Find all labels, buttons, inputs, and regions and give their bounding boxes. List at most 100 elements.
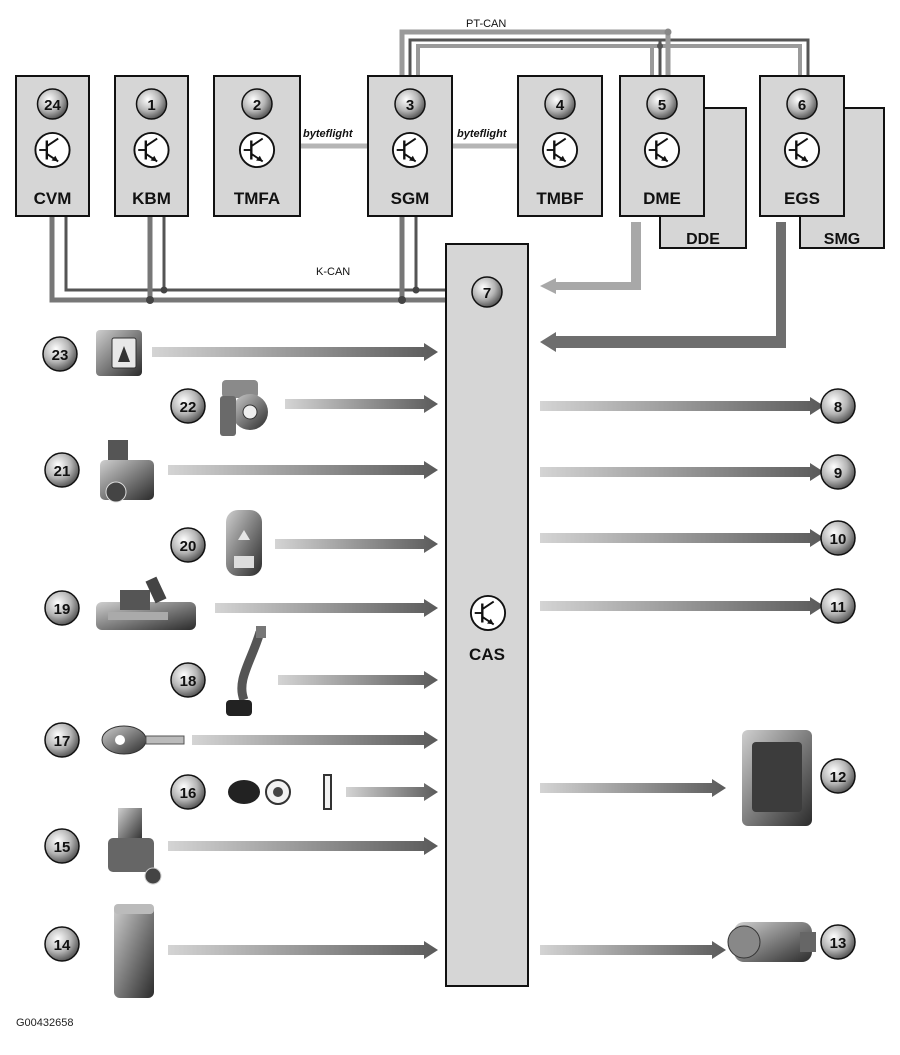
transistor-icon — [643, 131, 681, 169]
module-sgm-number: 3 — [406, 97, 414, 114]
byteflight-label-right: byteflight — [457, 128, 508, 140]
component-badge-18 — [170, 662, 206, 698]
component-number-18: 18 — [180, 673, 197, 690]
part-15-picture — [108, 808, 162, 885]
input-arrow-15 — [168, 837, 438, 855]
module-cvm-number-badge — [36, 88, 69, 120]
part-14-picture — [114, 904, 154, 998]
transistor-icon — [238, 131, 276, 169]
component-badge-22 — [170, 388, 206, 424]
signal-arrows — [152, 343, 824, 959]
component-number-23: 23 — [52, 347, 69, 364]
input-arrow-14 — [168, 941, 438, 959]
component-badge-9 — [820, 454, 856, 490]
k-can-label: K-CAN — [316, 266, 350, 278]
module-kbm-label: KBM — [132, 189, 171, 208]
part-23-picture — [96, 330, 142, 376]
module-egs-number-badge — [786, 88, 818, 120]
component-number-14: 14 — [54, 937, 71, 954]
component-number-13: 13 — [830, 935, 847, 952]
component-badge-20 — [170, 527, 206, 563]
part-22-picture — [220, 380, 268, 436]
component-pictures — [96, 330, 816, 998]
cas-label: CAS — [469, 645, 505, 664]
transistor-icon — [541, 131, 579, 169]
byteflight-links: byteflight byteflight — [300, 128, 518, 149]
module-sgm-number-badge — [394, 88, 426, 120]
component-badge-8 — [820, 388, 856, 424]
component-badge-11 — [820, 588, 856, 624]
byteflight-label-left: byteflight — [303, 128, 354, 140]
component-number-16: 16 — [180, 785, 197, 802]
component-badge-21 — [44, 452, 80, 488]
transistor-icon — [34, 131, 71, 169]
component-badge-14 — [44, 926, 80, 962]
component-number-11: 11 — [830, 599, 846, 616]
component-number-19: 19 — [54, 601, 71, 618]
part-12-picture — [742, 730, 812, 826]
input-arrow-20 — [275, 535, 438, 553]
pt-can-bus: PT-CAN — [399, 18, 810, 76]
k-can-bus: K-CAN — [49, 216, 446, 304]
figure-id: G00432658 — [16, 1017, 74, 1029]
component-badge-10 — [820, 520, 856, 556]
module-tmbf-number-badge — [544, 88, 576, 120]
module-dme-label: DME — [643, 189, 681, 208]
component-badge-13 — [820, 924, 856, 960]
component-badge-12 — [820, 758, 856, 794]
component-number-8: 8 — [834, 399, 842, 416]
component-badge-16 — [170, 774, 206, 810]
transistor-icon — [133, 131, 170, 169]
module-tmbf-label: TMBF — [536, 189, 583, 208]
input-arrow-21 — [168, 461, 438, 479]
dde-label: DDE — [686, 231, 720, 248]
component-badge-19 — [44, 590, 80, 626]
component-number-20: 20 — [180, 538, 197, 555]
module-cvm-label: CVM — [34, 189, 72, 208]
output-arrow-13 — [540, 941, 726, 959]
module-dme-number-badge — [646, 88, 678, 120]
transistor-icon — [391, 131, 429, 169]
component-number-17: 17 — [54, 733, 71, 750]
module-kbm-number-badge — [135, 88, 168, 120]
output-arrow-8 — [540, 397, 824, 415]
cas-module: 7 CAS — [445, 243, 529, 987]
component-badge-23 — [42, 336, 78, 372]
part-16-picture — [228, 774, 332, 810]
output-arrow-12 — [540, 779, 726, 797]
component-number-15: 15 — [54, 839, 71, 856]
output-arrow-10 — [540, 529, 824, 547]
module-egs-label: EGS — [784, 189, 820, 208]
input-arrow-18 — [278, 671, 438, 689]
module-kbm-number: 1 — [147, 97, 155, 114]
input-arrow-22 — [285, 395, 438, 413]
part-13-picture — [727, 922, 816, 962]
smg-label: SMG — [824, 231, 860, 248]
output-arrow-9 — [540, 463, 824, 481]
cas-number: 7 — [483, 285, 491, 302]
cas-transistor-icon — [469, 594, 507, 632]
module-tmbf-number: 4 — [556, 97, 565, 114]
part-21-picture — [100, 440, 154, 503]
component-badge-15 — [44, 828, 80, 864]
input-arrow-17 — [192, 731, 438, 749]
part-19-picture — [96, 576, 196, 630]
part-17-picture — [101, 725, 185, 755]
module-egs-number: 6 — [798, 97, 806, 114]
cas-number-badge — [471, 276, 503, 308]
module-dme-number: 5 — [658, 97, 666, 114]
module-cvm-number: 24 — [44, 97, 61, 114]
feedback-arrows — [540, 222, 786, 352]
component-number-10: 10 — [830, 531, 847, 548]
component-badge-17 — [44, 722, 80, 758]
component-number-21: 21 — [54, 463, 71, 480]
